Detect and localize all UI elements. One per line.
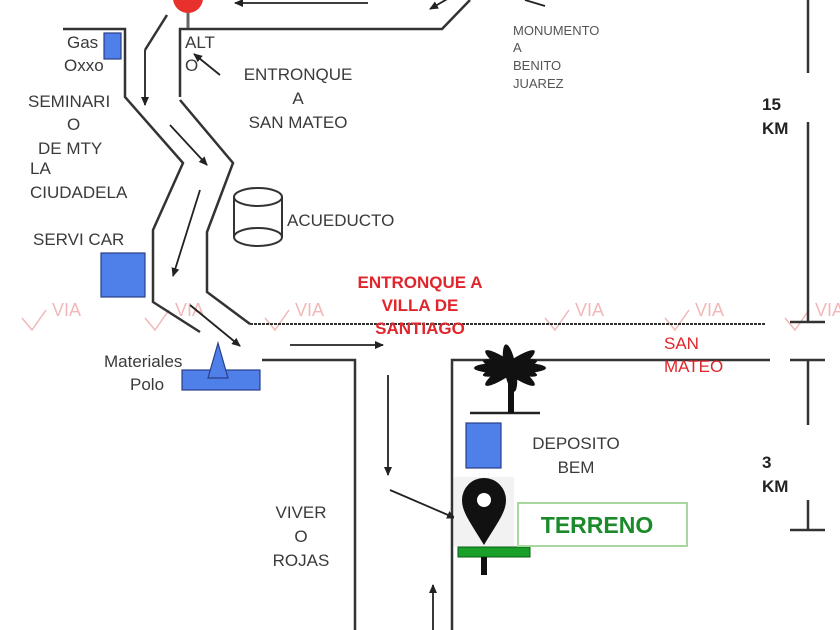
alto-label-2: O: [185, 56, 198, 75]
ciudadela-label: LA: [30, 159, 51, 178]
vivero-label-3: ROJAS: [273, 551, 330, 570]
entronque-san-mateo-label-2: A: [292, 89, 304, 108]
terreno-label: TERRENO: [541, 512, 653, 538]
entronque-santiago-label-3: SANTIAGO: [375, 319, 465, 338]
gas-label: Gas: [67, 33, 98, 52]
entronque-santiago-label-2: VILLA DE: [382, 296, 459, 315]
alto-label: ALT: [185, 33, 215, 52]
watermark: VIA: [695, 300, 724, 320]
entronque-san-mateo-label: ENTRONQUE: [244, 65, 353, 84]
distance-top-unit: KM: [762, 119, 788, 138]
distance-top-value: 15: [762, 95, 781, 114]
stop-sign-icon: [173, 0, 203, 28]
terreno-box: [517, 502, 688, 547]
seminario-label-3: DE MTY: [38, 139, 102, 158]
materiales-polo-marker: [181, 340, 261, 391]
servi-car-marker: [100, 252, 146, 298]
direction-arrows: [141, 0, 546, 630]
monumento-label-2: A: [513, 40, 522, 55]
monumento-label-4: JUAREZ: [513, 76, 564, 91]
watermark: VIA: [575, 300, 604, 320]
vivero-label-2: O: [294, 527, 307, 546]
acueducto-cylinder-icon: [233, 187, 283, 247]
gas-oxxo-marker: [103, 32, 122, 60]
materiales-label-2: Polo: [130, 375, 164, 394]
distance-scale: 15 KM 3 KM: [762, 0, 825, 532]
location-pin-icon: [454, 477, 531, 575]
deposito-label-2: BEM: [558, 458, 595, 477]
palm-tree-icon: [470, 344, 546, 415]
ciudadela-label-2: CIUDADELA: [30, 183, 128, 202]
distance-bottom-unit: KM: [762, 477, 788, 496]
watermarks: VIA VIA VIA VIA VIA VIA: [21, 300, 840, 332]
watermark: VIA: [52, 300, 81, 320]
roads: [63, 0, 825, 630]
materiales-label: Materiales: [104, 352, 182, 371]
deposito-bem-marker: [465, 422, 502, 469]
entronque-san-mateo-label-3: SAN MATEO: [249, 113, 348, 132]
servi-car-label: SERVI CAR: [33, 230, 124, 249]
monumento-label: MONUMENTO: [513, 23, 599, 38]
deposito-label: DEPOSITO: [532, 434, 620, 453]
watermark: VIA: [175, 300, 204, 320]
seminario-label: SEMINARI: [28, 92, 110, 111]
acueducto-label: ACUEDUCTO: [287, 211, 394, 230]
entronque-santiago-label: ENTRONQUE A: [358, 273, 483, 292]
seminario-label-2: O: [67, 115, 80, 134]
distance-bottom-value: 3: [762, 453, 771, 472]
oxxo-label: Oxxo: [64, 56, 104, 75]
san-mateo-label-2: MATEO: [664, 357, 723, 376]
watermark: VIA: [295, 300, 324, 320]
vivero-label: VIVER: [275, 503, 326, 522]
watermark: VIA: [815, 300, 840, 320]
san-mateo-label: SAN: [664, 334, 699, 353]
monumento-label-3: BENITO: [513, 58, 561, 73]
